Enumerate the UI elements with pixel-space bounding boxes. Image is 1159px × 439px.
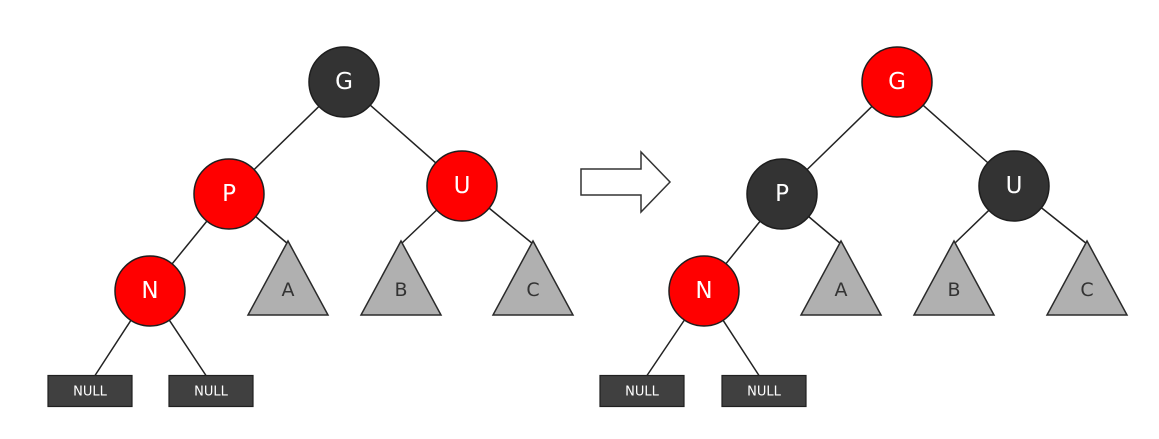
tree-before-recolor: A B C NULL NULL G P U N bbox=[47, 46, 575, 408]
null-leaf-box bbox=[47, 374, 133, 408]
subtree-c: C bbox=[491, 239, 575, 316]
tree-node-u: U bbox=[978, 150, 1050, 222]
null-leaf: NULL bbox=[47, 374, 133, 408]
tree-node-g: G bbox=[308, 46, 380, 118]
tree-edge-n-null2 bbox=[168, 319, 207, 376]
node-label: U bbox=[1006, 173, 1023, 199]
null-leaf: NULL bbox=[168, 374, 254, 408]
subtree-label: C bbox=[526, 279, 539, 301]
red-node-circle bbox=[668, 255, 740, 327]
right-arrow-outline-icon bbox=[580, 150, 672, 214]
subtree-triangle bbox=[1045, 239, 1129, 316]
subtree-label: B bbox=[947, 279, 960, 301]
null-leaf-box bbox=[721, 374, 807, 408]
red-node-circle bbox=[114, 255, 186, 327]
tree-node-p: P bbox=[193, 158, 265, 230]
subtree-b: B bbox=[359, 239, 443, 316]
node-label: P bbox=[775, 181, 789, 207]
null-leaf-label: NULL bbox=[747, 385, 781, 400]
tree-edge-p-a bbox=[808, 216, 842, 245]
tree-edge-u-c bbox=[1040, 207, 1088, 245]
node-label: P bbox=[222, 181, 236, 207]
subtree-a: A bbox=[799, 239, 883, 316]
node-label: U bbox=[454, 173, 471, 199]
tree-node-g: G bbox=[861, 46, 933, 118]
tree-edge-n-null2 bbox=[722, 319, 760, 376]
tree-edge-u-c bbox=[488, 207, 534, 245]
tree-after-recolor: A B C NULL NULL G P U N bbox=[599, 46, 1129, 408]
null-leaf-box bbox=[599, 374, 685, 408]
subtree-triangle bbox=[246, 239, 330, 316]
tree-edge-u-b bbox=[400, 209, 438, 245]
subtree-triangle bbox=[799, 239, 883, 316]
subtree-a: A bbox=[246, 239, 330, 316]
subtree-triangle bbox=[912, 239, 996, 316]
black-node-circle bbox=[978, 150, 1050, 222]
node-label: G bbox=[335, 69, 353, 95]
null-leaf: NULL bbox=[599, 374, 685, 408]
red-node-circle bbox=[193, 158, 265, 230]
tree-edge-p-a bbox=[255, 216, 289, 245]
black-node-circle bbox=[746, 158, 818, 230]
subtree-b: B bbox=[912, 239, 996, 316]
node-label: N bbox=[695, 278, 712, 304]
tree-edge-n-null1 bbox=[646, 319, 686, 376]
tree-edge-u-b bbox=[953, 209, 990, 245]
black-node-circle bbox=[308, 46, 380, 118]
tree-node-p: P bbox=[746, 158, 818, 230]
subtree-label: B bbox=[394, 279, 407, 301]
null-leaf-label: NULL bbox=[194, 385, 228, 400]
null-leaf-box bbox=[168, 374, 254, 408]
tree-node-n: N bbox=[668, 255, 740, 327]
tree-node-u: U bbox=[426, 150, 498, 222]
null-leaf-label: NULL bbox=[625, 385, 659, 400]
null-leaf: NULL bbox=[721, 374, 807, 408]
red-node-circle bbox=[861, 46, 933, 118]
node-label: G bbox=[888, 69, 906, 95]
red-node-circle bbox=[426, 150, 498, 222]
subtree-label: C bbox=[1080, 279, 1093, 301]
node-label: N bbox=[141, 278, 158, 304]
null-leaf-label: NULL bbox=[73, 385, 107, 400]
tree-edge-n-null1 bbox=[94, 319, 132, 376]
subtree-triangle bbox=[359, 239, 443, 316]
tree-node-n: N bbox=[114, 255, 186, 327]
subtree-label: A bbox=[835, 279, 848, 301]
subtree-c: C bbox=[1045, 239, 1129, 316]
subtree-label: A bbox=[282, 279, 295, 301]
subtree-triangle bbox=[491, 239, 575, 316]
